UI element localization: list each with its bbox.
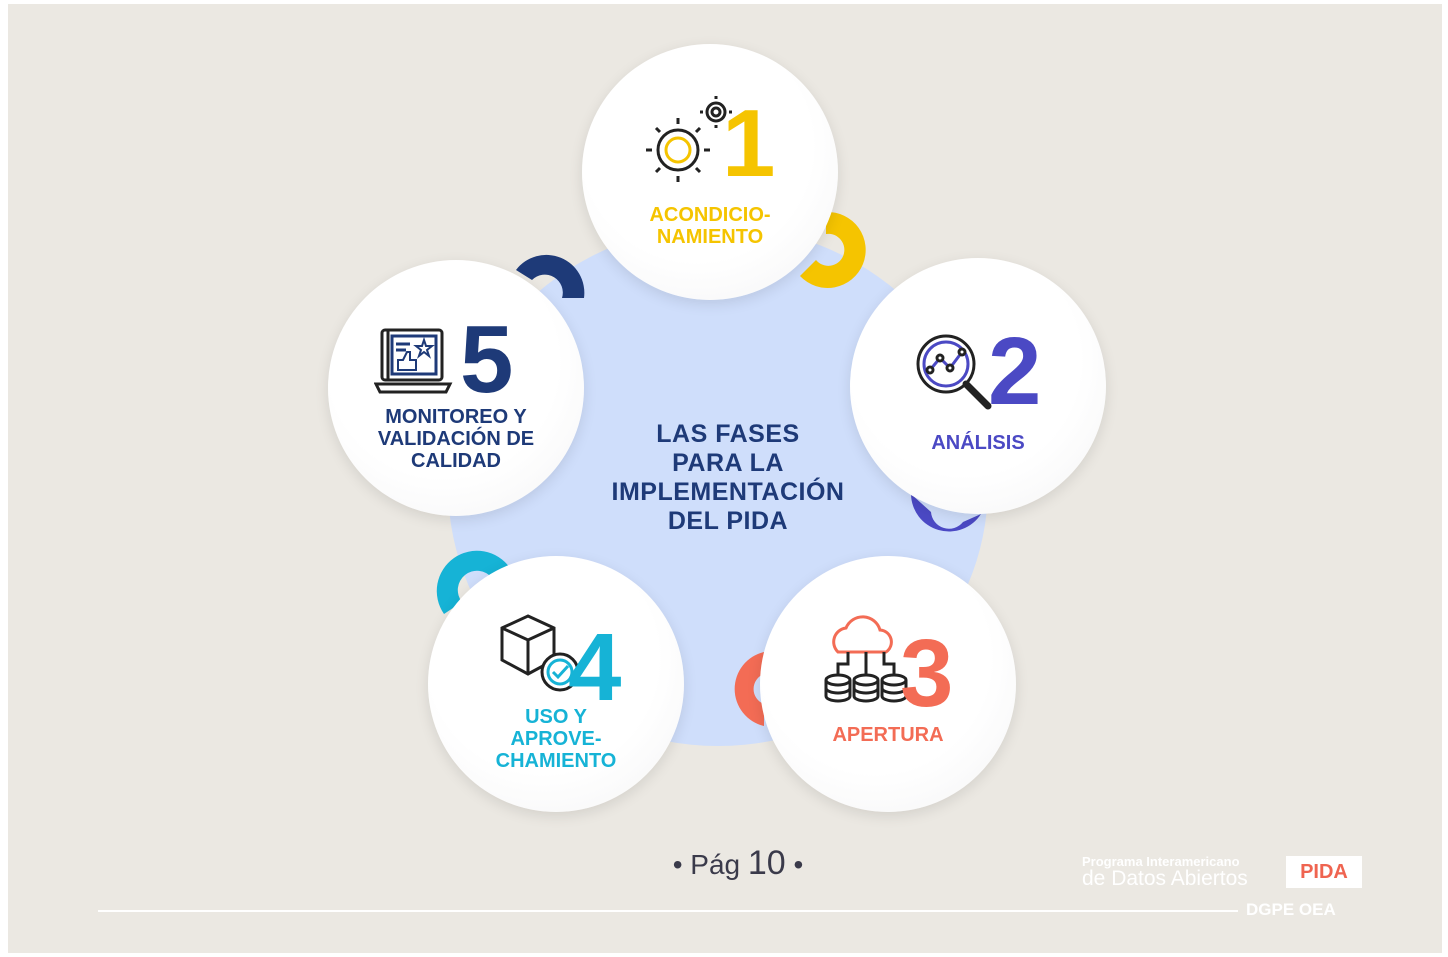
page-prefix: • Pág	[672, 849, 741, 880]
cloud-database-icon	[824, 615, 908, 703]
box-check-icon	[500, 614, 580, 692]
phase-label-line: CALIDAD	[411, 450, 501, 472]
phase-label-line: MONITOREO Y	[385, 406, 527, 428]
phase-label-line: USO Y	[525, 706, 587, 728]
phase-label-line: CHAMIENTO	[495, 750, 617, 772]
phase-number: 1	[722, 90, 776, 197]
connector-arc-red	[734, 652, 764, 726]
connector-arc-yellow	[800, 211, 866, 288]
brand-logo: Programa Interamericano de Datos Abierto…	[1068, 854, 1368, 924]
center-title: LAS FASES PARA LA IMPLEMENTACIÓN DEL PID…	[568, 420, 888, 536]
page-background: LAS FASES PARA LA IMPLEMENTACIÓN DEL PID…	[8, 4, 1442, 953]
phase-number: 5	[460, 306, 514, 413]
page-number: • Pág 10 •	[648, 844, 828, 883]
pida-badge: PIDA	[1286, 856, 1362, 888]
center-title-line: DEL PIDA	[667, 507, 789, 535]
center-title-line: IMPLEMENTACIÓN	[611, 478, 845, 506]
phase-label: USO Y APROVE- CHAMIENTO	[428, 706, 684, 772]
phase-label-line: APROVE-	[510, 728, 602, 750]
phase-number: 3	[900, 620, 954, 727]
center-title-line: LAS FASES	[656, 420, 800, 448]
phase-label: APERTURA	[760, 724, 1016, 746]
phase-label: ANÁLISIS	[850, 432, 1106, 454]
phase-label-line: ACONDICIO-	[649, 204, 771, 226]
program-name-line2: de Datos Abiertos	[1082, 867, 1248, 890]
phase-number: 2	[988, 318, 1042, 425]
phase-1-circle: 1 ACONDICIO- NAMIENTO	[582, 44, 838, 300]
page-number-value: 10	[747, 844, 786, 882]
gears-icon	[646, 96, 732, 182]
connector-arc-purple	[911, 494, 981, 532]
phase-label-line: NAMIENTO	[656, 226, 764, 248]
phase-label-line: APERTURA	[832, 724, 944, 746]
program-name-line1: Programa Interamericano	[1082, 854, 1240, 869]
connector-arc-cyan	[436, 550, 510, 614]
phase-5-circle: 5 MONITOREO Y VALIDACIÓN DE CALIDAD	[328, 260, 584, 516]
phase-number: 4	[568, 614, 622, 721]
page-suffix: •	[793, 849, 804, 880]
center-title-line: PARA LA	[672, 449, 784, 477]
phase-label: ACONDICIO- NAMIENTO	[582, 204, 838, 248]
laptop-feedback-icon	[374, 328, 453, 394]
phase-2-circle: 2 ANÁLISIS	[850, 258, 1106, 514]
phase-3-circle: 3 APERTURA	[760, 556, 1016, 812]
phase-4-circle: 4 USO Y APROVE- CHAMIENTO	[428, 556, 684, 812]
footer-divider	[98, 910, 1238, 912]
connector-arc-navy	[516, 254, 585, 298]
phase-label: MONITOREO Y VALIDACIÓN DE CALIDAD	[328, 406, 584, 472]
phase-label-line: VALIDACIÓN DE	[377, 428, 535, 450]
magnifier-chart-icon	[916, 334, 992, 410]
phase-label-line: ANÁLISIS	[931, 432, 1025, 454]
org-name: DGPE OEA	[1246, 900, 1336, 919]
